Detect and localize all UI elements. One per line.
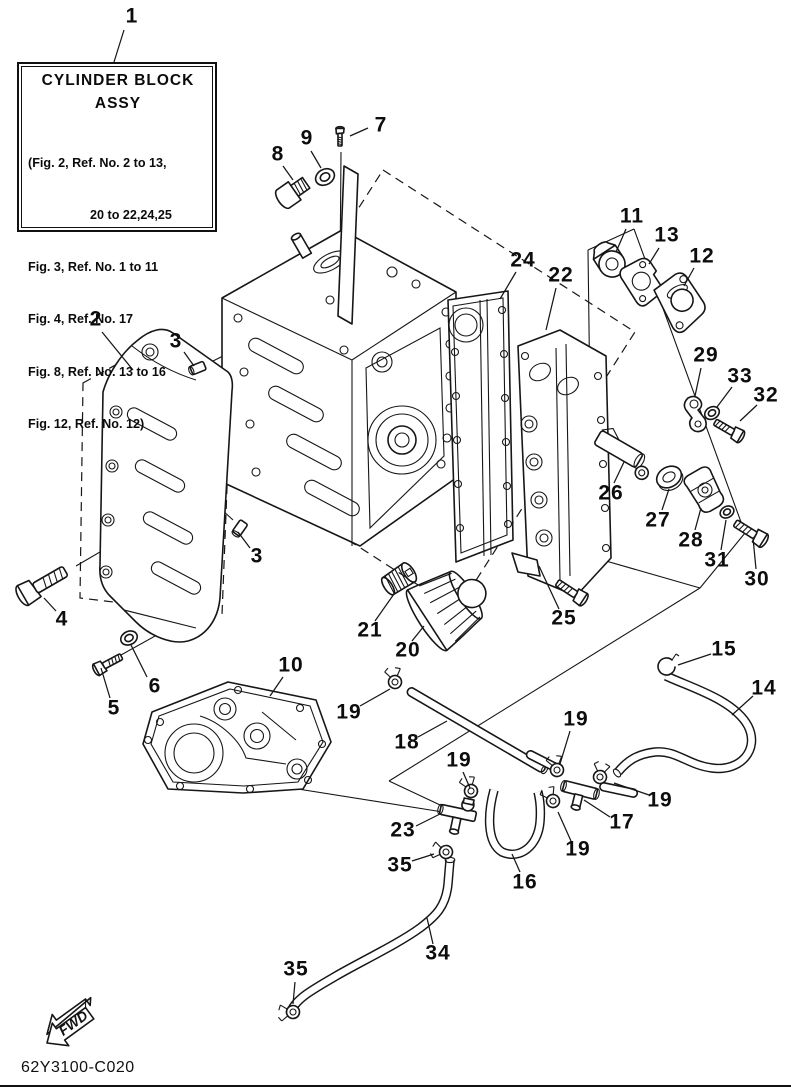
leader-line-17 xyxy=(584,800,610,817)
washer-9 xyxy=(311,164,339,190)
leader-line-31 xyxy=(721,520,726,550)
washer-31 xyxy=(717,502,737,522)
oil-filter-20 xyxy=(401,554,502,655)
leader-line-2 xyxy=(102,332,133,370)
plug-8 xyxy=(273,174,313,211)
leader-line-19 xyxy=(614,783,649,795)
exhaust-cover-22 xyxy=(512,330,611,596)
leader-line-13 xyxy=(649,248,659,264)
leader-line-32 xyxy=(740,405,757,421)
leader-line-4 xyxy=(44,598,56,611)
leader-line-19 xyxy=(558,812,571,841)
info-title-line1: CYLINDER BLOCK xyxy=(41,72,195,89)
leader-line-1 xyxy=(114,30,124,62)
ref-line: Fig. 4, Ref. No. 17 xyxy=(28,312,133,327)
leader-line-16 xyxy=(512,854,520,872)
cylinder-block xyxy=(222,166,456,546)
leader-line-19 xyxy=(463,772,470,788)
fwd-arrow: FWD xyxy=(35,990,106,1055)
leader-line-30 xyxy=(753,538,756,569)
assembly-info-box-inner: CYLINDER BLOCK ASSY (Fig. 2, Ref. No. 2 … xyxy=(21,66,213,431)
leader-line-19 xyxy=(360,689,390,706)
leader-line-25 xyxy=(539,566,559,609)
leader-line-28 xyxy=(695,508,701,530)
t-fitting-23 xyxy=(433,793,478,838)
ref-line: 20 to 22,24,25 xyxy=(90,208,172,223)
info-ref-lines: (Fig. 2, Ref. No. 2 to 13, 20 to 22,24,2… xyxy=(28,120,208,468)
tube-stub-b xyxy=(599,782,638,798)
crankcase-slots xyxy=(125,406,203,597)
leader-line-15 xyxy=(678,654,711,665)
anode-11 xyxy=(588,237,630,282)
t-fitting-17 xyxy=(556,780,600,815)
block-right-face xyxy=(366,308,454,528)
leader-line-9 xyxy=(311,151,321,168)
leader-line-3 xyxy=(184,352,194,366)
leader-line-11 xyxy=(616,229,626,252)
pin-3b xyxy=(230,518,249,540)
leader-line-5 xyxy=(101,668,110,698)
leader-line-24 xyxy=(500,272,516,299)
leader-lines xyxy=(44,30,757,1004)
leader-line-19 xyxy=(560,731,570,764)
ref-line: Fig. 12, Ref. No. 12) xyxy=(28,416,145,431)
dipstick-strip xyxy=(338,166,358,324)
clamp-35a xyxy=(429,840,455,862)
exhaust-gasket-24 xyxy=(448,291,513,562)
leader-line-34 xyxy=(427,918,433,944)
crankcase-outline-box xyxy=(80,358,230,615)
oil-pan-gasket-10 xyxy=(143,682,331,793)
leader-line-6 xyxy=(131,645,147,677)
leader-line-29 xyxy=(695,368,701,396)
clamp-35b xyxy=(276,1002,301,1023)
grommet-27 xyxy=(653,462,687,495)
hose-16 xyxy=(490,790,541,854)
leader-line-18 xyxy=(418,721,447,737)
crankcase xyxy=(100,329,233,641)
leader-line-3 xyxy=(238,532,250,548)
clamp-19d xyxy=(590,760,612,786)
breather-stub xyxy=(290,232,311,258)
leader-line-10 xyxy=(270,677,283,696)
leader-line-26 xyxy=(614,462,624,483)
bolt-30 xyxy=(730,515,771,550)
ref-line: Fig. 8, Ref. No. 13 to 16 xyxy=(28,364,166,379)
leader-line-21 xyxy=(375,594,394,621)
crank-saddles xyxy=(234,296,362,518)
leader-line-27 xyxy=(662,489,669,510)
bolt-5 xyxy=(90,650,126,678)
leader-line-14 xyxy=(732,696,753,715)
hose-34 xyxy=(290,857,455,1014)
mount-28 xyxy=(682,465,728,516)
drawing-code: 62Y3100-C020 xyxy=(21,1059,135,1076)
leader-line-35 xyxy=(293,982,295,1004)
info-title-line2: ASSY xyxy=(94,95,142,112)
group-lines xyxy=(260,588,700,820)
pin-26 xyxy=(590,424,659,482)
leader-line-23 xyxy=(416,814,440,826)
cover-12 xyxy=(651,269,711,335)
leader-line-12 xyxy=(684,268,694,286)
leader-line-7 xyxy=(350,128,368,136)
bolt-4 xyxy=(12,560,72,609)
mount-bracket xyxy=(512,553,540,576)
oil-filter-plug-21 xyxy=(379,561,419,598)
ref-line: (Fig. 2, Ref. No. 2 to 13, xyxy=(28,155,167,170)
hose-14 xyxy=(612,676,752,778)
leader-line-35 xyxy=(412,854,434,861)
clip-15 xyxy=(658,654,679,675)
bracket-29 xyxy=(684,396,706,431)
clamp-19a xyxy=(383,664,405,691)
leader-line-8 xyxy=(283,166,293,180)
ref-line: Fig. 3, Ref. No. 1 to 11 xyxy=(28,260,159,275)
leader-line-22 xyxy=(546,288,556,330)
washer-6 xyxy=(117,627,141,649)
leader-line-20 xyxy=(412,626,424,641)
tube-18 xyxy=(406,686,549,774)
bottom-rule xyxy=(0,1085,791,1088)
leader-line-33 xyxy=(717,387,732,407)
bolt-7 xyxy=(335,126,345,147)
assembly-info-box: CYLINDER BLOCK ASSY (Fig. 2, Ref. No. 2 … xyxy=(17,62,217,431)
